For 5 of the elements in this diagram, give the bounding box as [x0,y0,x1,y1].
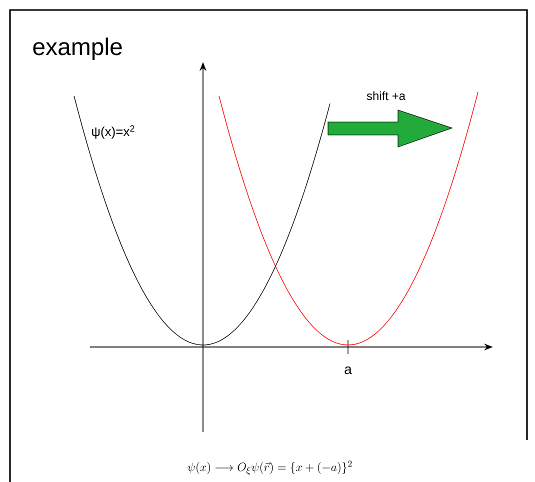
function-label: ψ(x)=x$^{2}$ [92,125,134,139]
title: example [33,38,122,60]
axis-label: a [344,366,352,374]
formula: $\psi(x) \longrightarrow O_{\xi}\psi(\vec{r}) = \{x+(-a)\}^{2}$ [188,460,352,475]
arrow-label: shift +a [366,91,406,100]
